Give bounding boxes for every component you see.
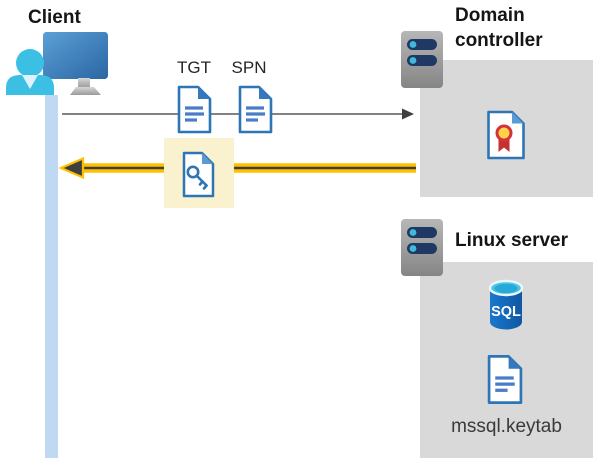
certificate-icon — [487, 110, 525, 160]
linux-server-title: Linux server — [455, 230, 568, 251]
client-lifeline — [45, 95, 58, 458]
tgt-document-icon — [177, 85, 212, 134]
keytab-document-icon — [487, 355, 523, 404]
domain-controller-title: Domain controller — [455, 3, 543, 53]
sql-database-icon: SQL — [488, 279, 524, 330]
response-arrow-icon — [58, 156, 416, 180]
spn-label: SPN — [231, 58, 267, 77]
domain-controller-title-line2: controller — [455, 30, 543, 51]
tgt-label: TGT — [177, 58, 211, 77]
domain-controller-server-icon — [401, 31, 443, 88]
linux-server-icon — [401, 219, 443, 276]
user-icon — [6, 49, 54, 95]
client-title: Client — [28, 7, 81, 28]
domain-controller-title-line1: Domain — [455, 5, 525, 26]
sql-badge-text: SQL — [491, 304, 521, 320]
keytab-file-label: mssql.keytab — [451, 416, 562, 437]
key-document-icon — [182, 151, 215, 198]
request-arrow-icon — [62, 108, 414, 120]
client-monitor-icon — [6, 32, 108, 95]
spn-document-icon — [238, 85, 273, 134]
